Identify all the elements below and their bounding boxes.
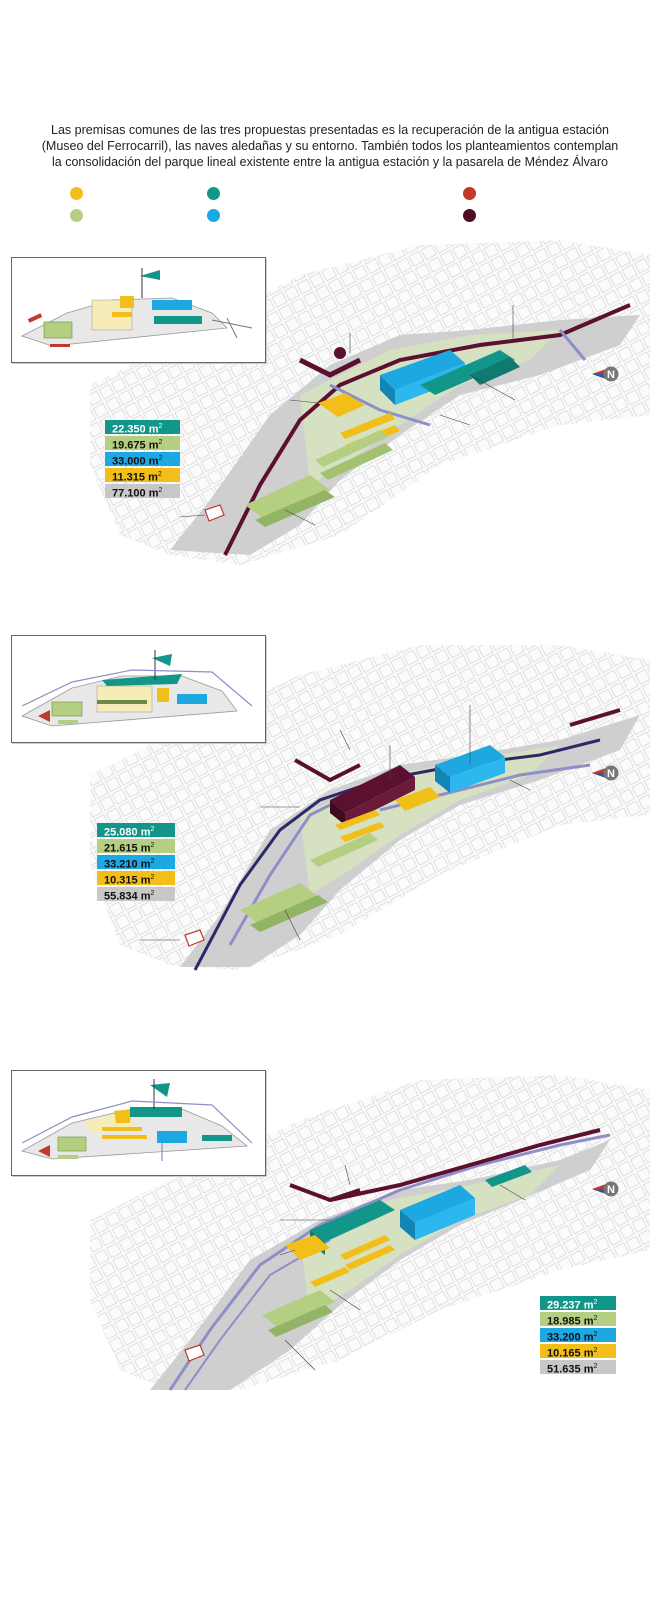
proposal-3-inset-plan <box>11 1070 266 1176</box>
proposal-2: 25.080 m2 21.615 m2 33.210 m2 10.315 m2 … <box>0 615 660 975</box>
legend-dot-maroon <box>463 209 476 222</box>
area-unit: m <box>583 1347 594 1360</box>
proposal-1-inset-plan <box>11 257 266 363</box>
area-unit: m <box>140 826 151 839</box>
area-unit: m <box>140 858 151 871</box>
area-value: 29.237 <box>547 1299 581 1312</box>
area-unit: m <box>148 471 158 484</box>
area-exp: 2 <box>150 890 155 897</box>
area-exp: 2 <box>150 842 155 849</box>
area-value: 77.100 <box>112 487 146 500</box>
area-yellow: 11.315 m2 <box>105 468 180 484</box>
area-green: 18.985 m2 <box>540 1312 616 1328</box>
area-value: 10.165 <box>547 1347 581 1360</box>
area-unit: m <box>140 842 151 855</box>
area-exp: 2 <box>593 1299 598 1306</box>
area-grey: 51.635 m2 <box>540 1360 616 1376</box>
proposal-3: 29.237 m2 18.985 m2 33.200 m2 10.165 m2 … <box>0 1050 660 1395</box>
area-exp: 2 <box>158 423 163 430</box>
area-grey: 55.834 m2 <box>97 887 175 903</box>
proposal-3-area-list: 29.237 m2 18.985 m2 33.200 m2 10.165 m2 … <box>540 1296 616 1376</box>
area-exp: 2 <box>158 439 163 446</box>
area-exp: 2 <box>158 455 163 462</box>
area-exp: 2 <box>593 1315 598 1322</box>
area-yellow: 10.165 m2 <box>540 1344 616 1360</box>
area-unit: m <box>583 1331 594 1344</box>
area-unit: m <box>583 1363 594 1376</box>
area-exp: 2 <box>593 1347 598 1354</box>
area-unit: m <box>583 1299 594 1312</box>
proposal-1-aerial-view <box>90 240 650 565</box>
area-value: 33.210 <box>104 858 138 871</box>
area-value: 33.000 <box>112 455 146 468</box>
area-value: 55.834 <box>104 890 138 903</box>
intro-line: (Museo del Ferrocarril), las naves aleda… <box>41 139 619 153</box>
area-exp: 2 <box>150 858 155 865</box>
compass-letter: N <box>607 768 615 780</box>
area-unit: m <box>148 423 159 436</box>
area-value: 10.315 <box>104 874 138 887</box>
intro-line: la consolidación del parque lineal exist… <box>52 155 608 169</box>
area-exp: 2 <box>593 1363 598 1370</box>
area-green: 21.615 m2 <box>97 839 175 855</box>
area-unit: m <box>148 455 159 468</box>
proposal-2-area-list: 25.080 m2 21.615 m2 33.210 m2 10.315 m2 … <box>97 823 175 903</box>
area-value: 51.635 <box>547 1363 581 1376</box>
area-unit: m <box>583 1315 594 1328</box>
proposal-1: 22.350 m2 19.675 m2 33.000 m2 11.315 m2 … <box>0 235 660 575</box>
north-compass-icon: N <box>592 366 619 382</box>
area-value: 19.675 <box>112 439 146 452</box>
area-unit: m <box>148 487 159 500</box>
area-blue: 33.000 m2 <box>105 452 180 468</box>
area-exp: 2 <box>158 487 163 494</box>
area-value: 18.985 <box>547 1315 581 1328</box>
area-exp: 2 <box>157 471 162 478</box>
area-value: 22.350 <box>112 423 146 436</box>
area-unit: m <box>140 890 151 903</box>
intro-text: Las premisas comunes de las tres propues… <box>0 122 660 170</box>
proposal-1-area-list: 22.350 m2 19.675 m2 33.000 m2 11.315 m2 … <box>105 420 180 500</box>
legend-dot-red <box>463 187 476 200</box>
area-exp: 2 <box>150 874 155 881</box>
area-teal: 22.350 m2 <box>105 420 180 436</box>
legend-dot-blue <box>207 209 220 222</box>
area-value: 25.080 <box>104 826 138 839</box>
legend-dot-green <box>70 209 83 222</box>
intro-line: Las premisas comunes de las tres propues… <box>51 123 609 137</box>
proposal-2-inset-plan <box>11 635 266 743</box>
area-value: 11.315 <box>112 471 146 484</box>
compass-letter: N <box>607 1184 615 1196</box>
area-grey: 77.100 m2 <box>105 484 180 500</box>
area-exp: 2 <box>593 1331 598 1338</box>
area-blue: 33.210 m2 <box>97 855 175 871</box>
legend-dot-teal <box>207 187 220 200</box>
area-value: 33.200 <box>547 1331 581 1344</box>
legend-dot-yellow <box>70 187 83 200</box>
area-yellow: 10.315 m2 <box>97 871 175 887</box>
area-teal: 29.237 m2 <box>540 1296 616 1312</box>
area-unit: m <box>140 874 151 887</box>
north-compass-icon: N <box>592 1181 619 1197</box>
compass-letter: N <box>607 369 615 381</box>
area-blue: 33.200 m2 <box>540 1328 616 1344</box>
north-compass-icon: N <box>592 765 619 781</box>
area-green: 19.675 m2 <box>105 436 180 452</box>
area-teal: 25.080 m2 <box>97 823 175 839</box>
area-unit: m <box>148 439 159 452</box>
area-value: 21.615 <box>104 842 138 855</box>
area-exp: 2 <box>150 826 155 833</box>
